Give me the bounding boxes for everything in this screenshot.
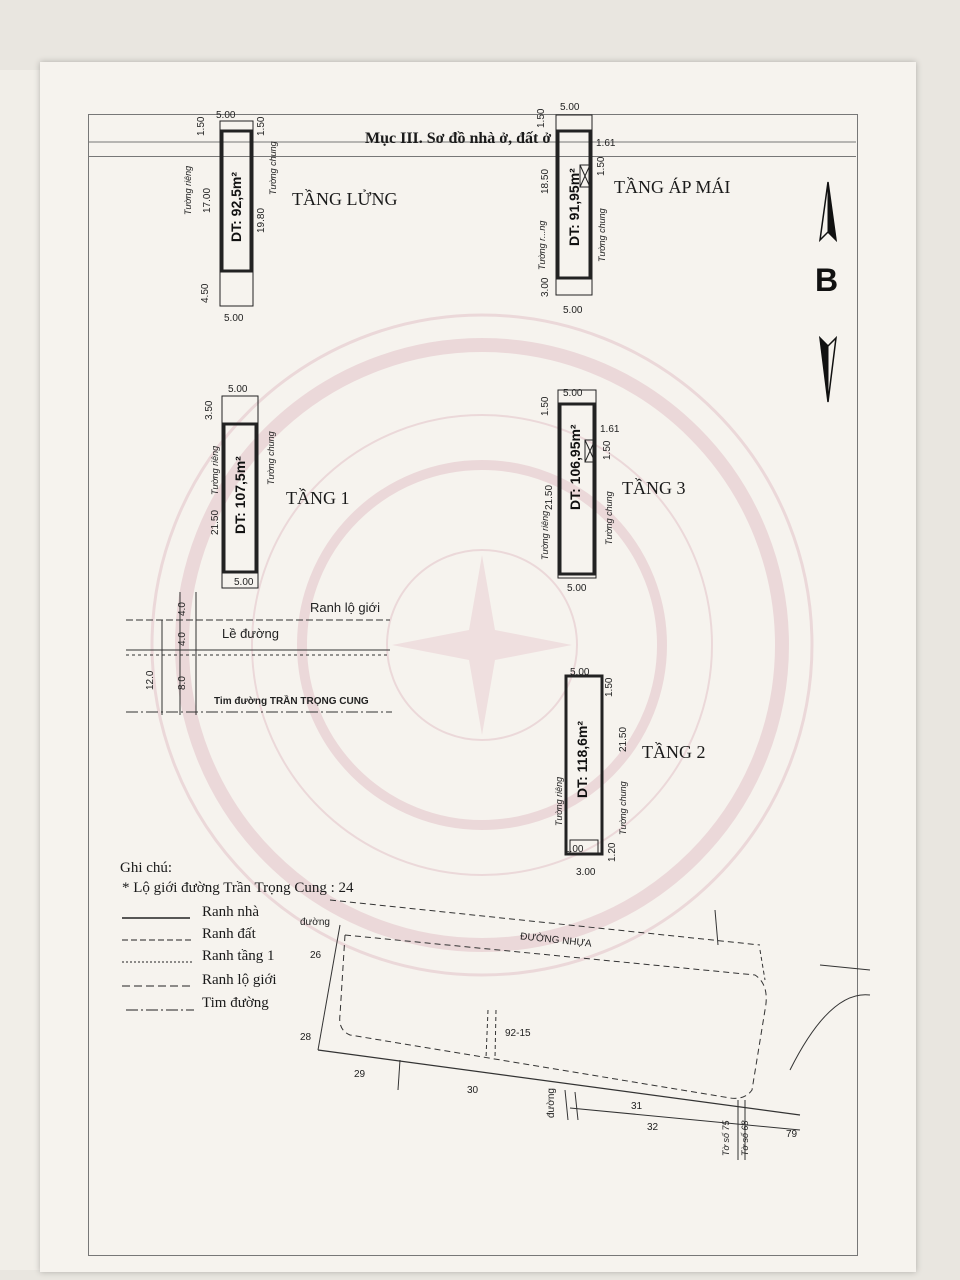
road-dim-1: 4.0	[177, 602, 188, 616]
road-dim-3: 8.0	[177, 676, 188, 690]
tang2-wall-left: Tường riêng	[554, 776, 564, 826]
apmai-dim-1: 1.50	[536, 108, 547, 128]
legend-ranh-tang-1: Ranh tầng 1	[202, 948, 275, 964]
tang3-dim-1: 1.50	[540, 396, 551, 416]
notes-heading: Ghi chú:	[120, 860, 173, 876]
lung-wall-right: Tường chung	[268, 141, 278, 195]
tang3-wall-left: Tường riêng	[540, 510, 550, 560]
certificate-page	[40, 62, 916, 1272]
ranh-lo-gioi-label: Ranh lộ giới	[310, 600, 380, 615]
lung-width-bottom: 5.00	[224, 313, 244, 324]
lung-dim-5: 19.80	[256, 207, 267, 233]
tang3-area: DT: 106,95m²	[567, 424, 583, 510]
map-number-29: 29	[354, 1069, 366, 1080]
tang3-floor-name: TẦNG 3	[622, 478, 686, 498]
map-number-26: 26	[310, 950, 322, 961]
tang3-width-top: 5.00	[563, 388, 583, 399]
tim-duong-label: Tim đường TRẦN TRỌNG CUNG	[214, 696, 369, 707]
tang1-floor-name: TẦNG 1	[286, 488, 350, 508]
watermark-seal	[150, 313, 814, 977]
tang1-wall-right: Tường chung	[266, 431, 276, 485]
lung-dim-1: 1.50	[196, 116, 207, 136]
plan-tang-lung	[219, 120, 254, 307]
map-number-32: 32	[647, 1122, 659, 1133]
tang3-width-bottom: 5.00	[567, 583, 587, 594]
north-arrow	[818, 181, 838, 403]
apmai-dim-3: 3.00	[540, 277, 551, 297]
tang2-dim-4: 1.20	[607, 842, 618, 862]
tang2-area: DT: 118,6m²	[574, 720, 590, 798]
lo-gioi-note: * Lộ giới đường Trần Trọng Cung : 24	[122, 880, 354, 896]
map-to-so-75: Tờ số 75	[721, 1120, 731, 1156]
map-number-31: 31	[631, 1101, 643, 1112]
header-bar	[88, 114, 856, 157]
road-dim-2: 4.0	[177, 632, 188, 646]
legend-ranh-nha: Ranh nhà	[202, 904, 260, 920]
drawing-frame	[88, 114, 858, 1256]
road-dim-4: 12.0	[145, 670, 156, 690]
lung-dim-4: 1.50	[256, 116, 267, 136]
tang2-wall-right: Tường chung	[618, 781, 628, 835]
lung-width-top: 5.00	[216, 110, 236, 121]
tang1-width-bottom: 5.00	[234, 577, 254, 588]
map-duong-bottom: đường	[546, 1088, 557, 1118]
map-parcel-label: 92-15	[505, 1028, 531, 1039]
road-section	[126, 592, 392, 715]
lung-area: DT: 92,5m²	[228, 171, 244, 242]
legend-ranh-dat: Ranh đất	[202, 926, 256, 942]
tang1-width-top: 5.00	[228, 384, 248, 395]
tang1-area: DT: 107,5m²	[232, 456, 248, 534]
lung-wall-left: Tường riêng	[183, 165, 193, 215]
tang1-dim-1: 3.50	[204, 400, 215, 420]
apmai-width-top: 5.00	[560, 102, 580, 113]
section-title: Mục III. Sơ đồ nhà ở, đất ở	[365, 130, 552, 147]
legend-tim-duong: Tim đường	[202, 995, 269, 1011]
map-number-79: 79	[786, 1129, 798, 1140]
tang1-dim-2: 21.50	[210, 509, 221, 535]
plan-tang-1	[221, 395, 259, 589]
tang3-dim-3: 1.61	[600, 424, 620, 435]
apmai-floor-name: TẦNG ÁP MÁI	[614, 177, 731, 197]
map-to-so-68: Tờ số 68	[740, 1120, 750, 1156]
north-label: B	[815, 262, 839, 298]
tang2-width-top: 5.00	[570, 667, 590, 678]
apmai-wall-right: Tường chung	[597, 208, 607, 262]
tang3-dim-2: 21.50	[544, 484, 555, 510]
plan-tang-3	[557, 389, 597, 579]
map-duong-top: đường	[300, 917, 330, 928]
legend-lines	[122, 917, 194, 1011]
legend-ranh-lo-gioi: Ranh lộ giới	[202, 972, 277, 988]
apmai-dim-2: 18.50	[540, 168, 551, 194]
tang2-dim-3: 1.00	[564, 844, 584, 855]
tang3-wall-right: Tường chung	[604, 491, 614, 545]
lung-dim-3: 4.50	[200, 283, 211, 303]
tang2-floor-name: TẦNG 2	[642, 742, 706, 762]
tang2-width-bottom: 3.00	[576, 867, 596, 878]
apmai-width-bottom: 5.00	[563, 305, 583, 316]
lung-floor-name: TẦNG LỬNG	[292, 189, 398, 209]
lung-dim-2: 17.00	[202, 187, 213, 213]
tang2-dim-2: 21.50	[618, 726, 629, 752]
tang2-dim-1: 1.50	[604, 677, 615, 697]
plan-tang-2	[564, 674, 604, 856]
map-number-28: 28	[300, 1032, 312, 1043]
apmai-dim-5: 1.50	[596, 156, 607, 176]
location-map	[317, 899, 871, 1160]
plan-tang-ap-mai	[555, 114, 593, 296]
le-duong-label: Lề đường	[222, 626, 279, 641]
apmai-wall-left: Tường r...ng	[537, 220, 547, 270]
map-number-30: 30	[467, 1085, 479, 1096]
tang3-dim-4: 1.50	[602, 440, 613, 460]
tang1-wall-left: Tường riêng	[210, 445, 220, 495]
apmai-dim-4: 1.61	[596, 138, 616, 149]
apmai-area: DT: 91,95m²	[566, 168, 582, 246]
